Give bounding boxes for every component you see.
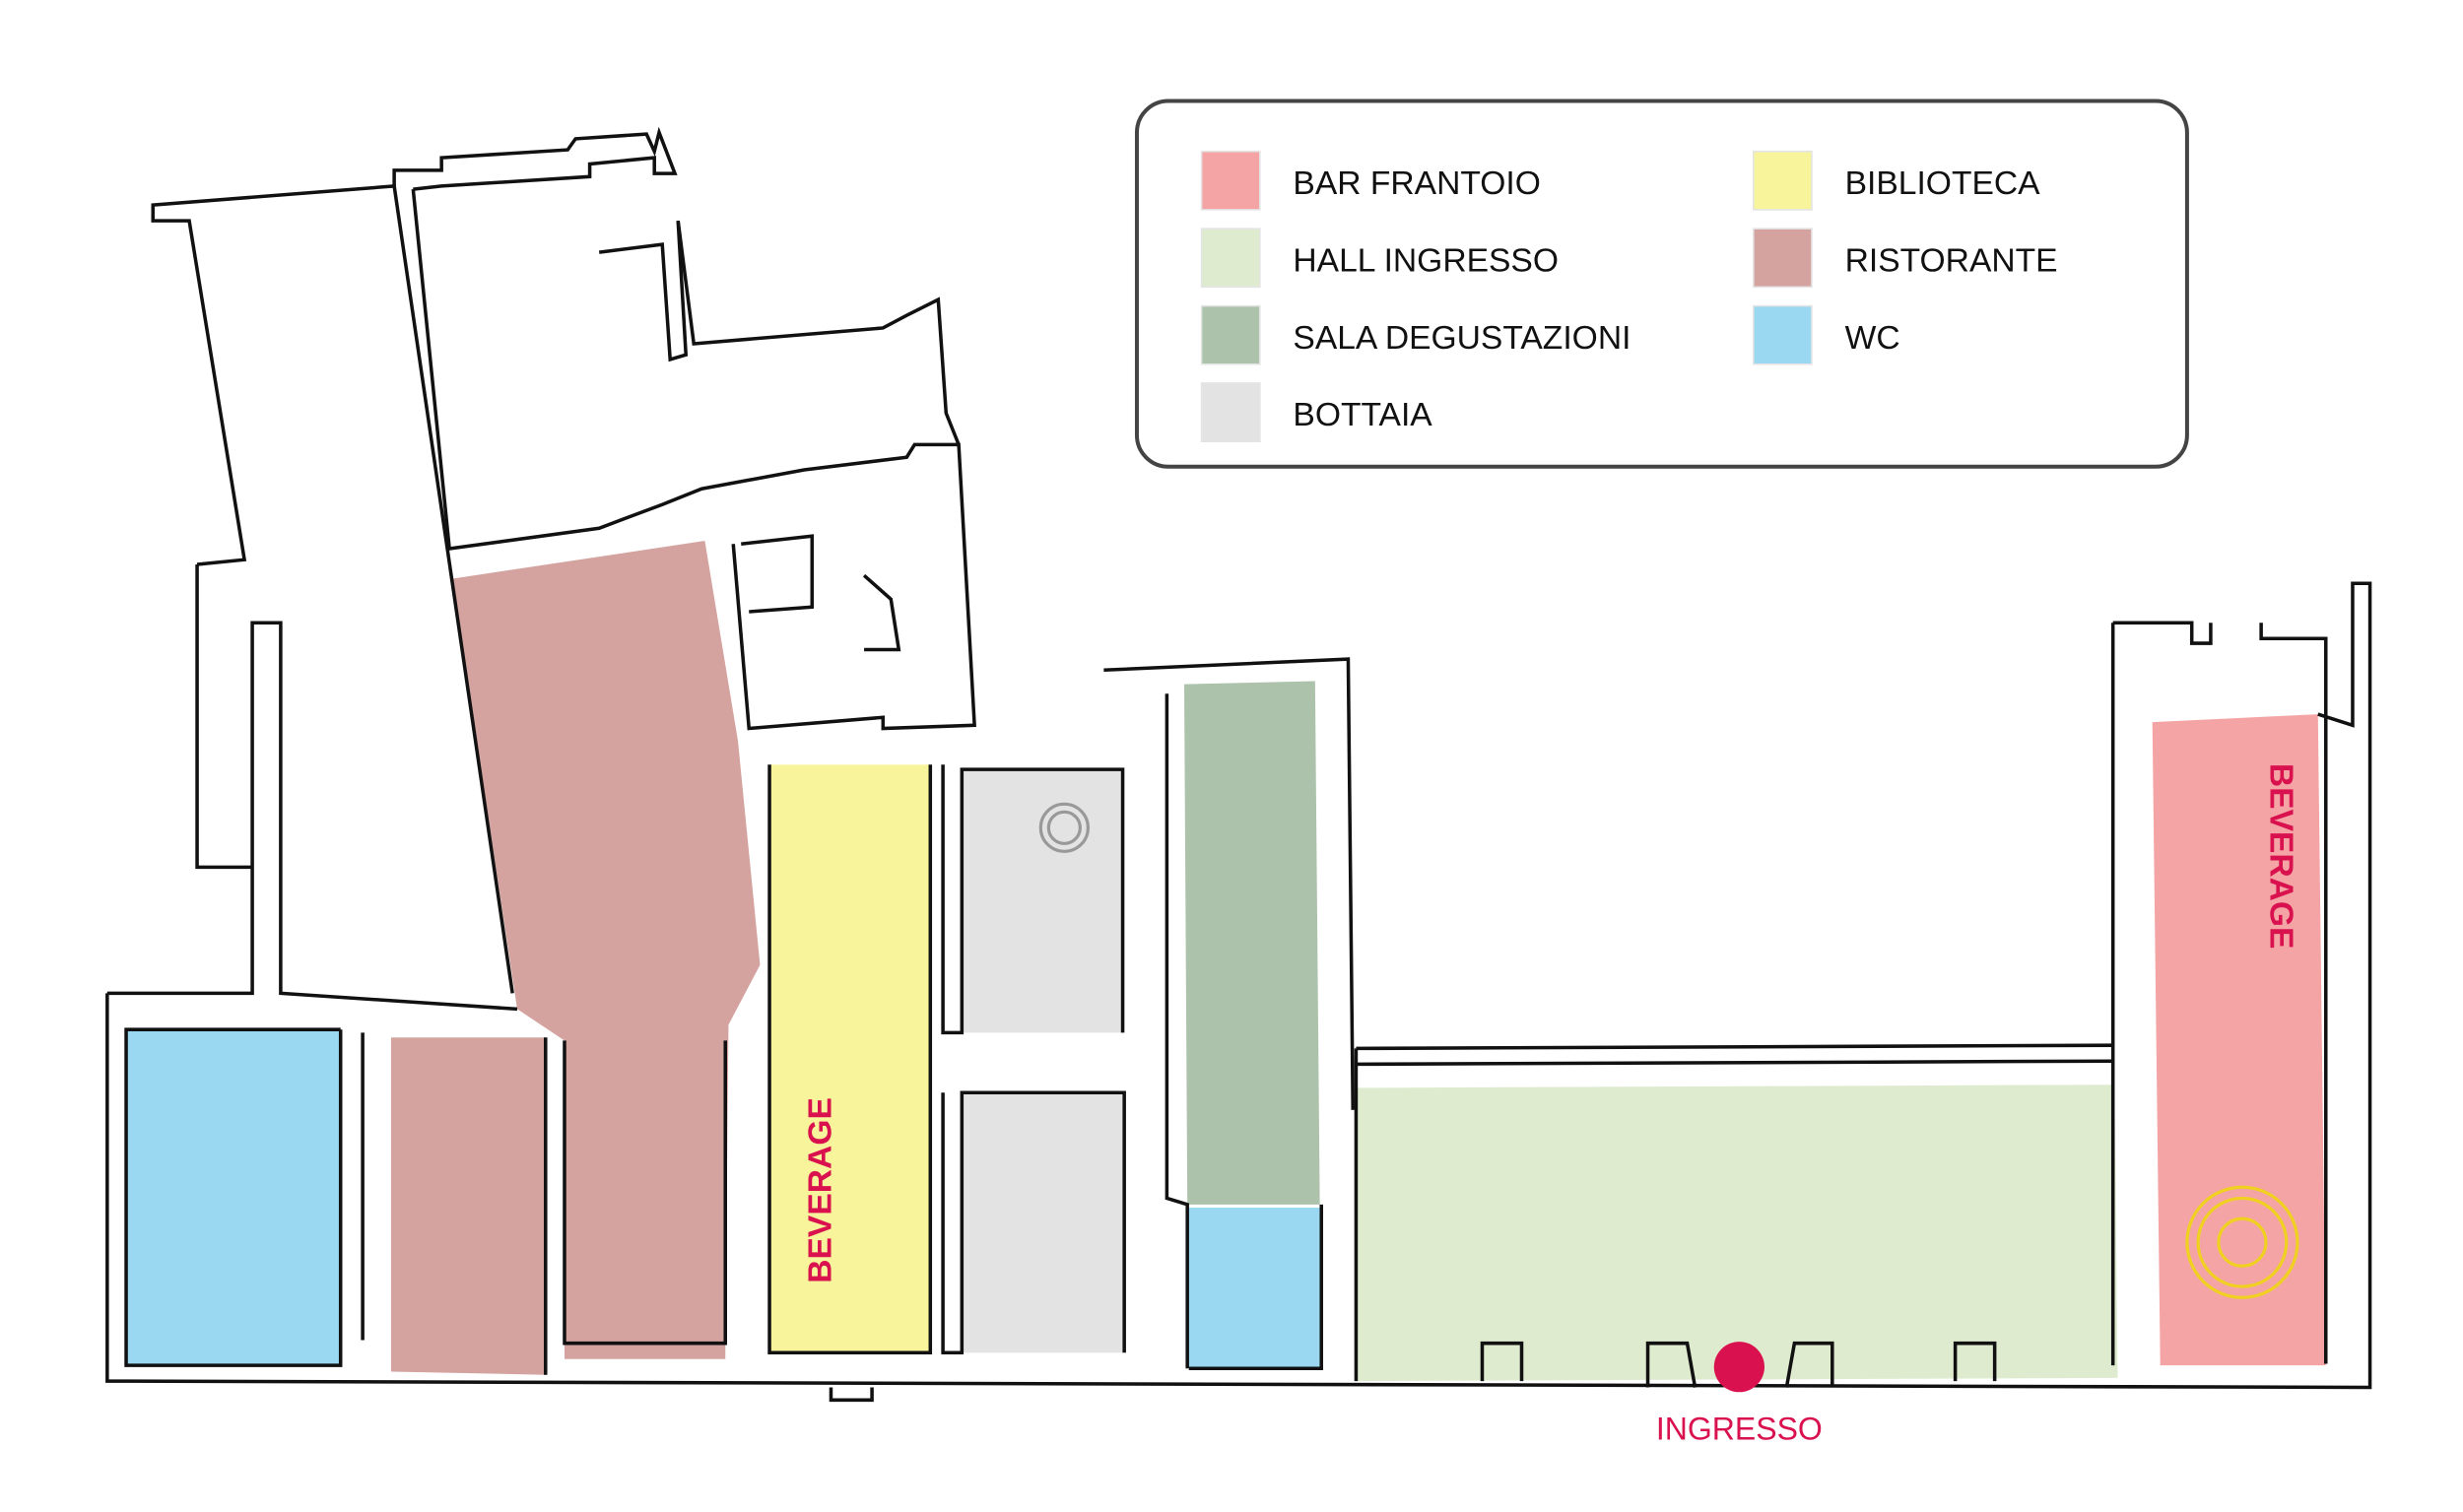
legend-item-hall-ingresso: HALL INGRESSO — [1200, 228, 1559, 289]
walls — [105, 126, 2372, 1403]
legend-label: BIBLIOTECA — [1845, 165, 2041, 202]
legend-label: HALL INGRESSO — [1293, 242, 1559, 279]
barrel-icon — [1038, 802, 1090, 853]
beverage-label-biblioteca: BEVERAGE — [802, 1097, 838, 1283]
entrance-label: INGRESSO — [1656, 1411, 1823, 1446]
legend-item-ristorante: RISTORANTE — [1752, 228, 2058, 289]
legend-label: WC — [1845, 320, 1900, 357]
legend-label: RISTORANTE — [1845, 242, 2058, 279]
room-ristorante[interactable] — [452, 541, 761, 1344]
legend-item-wc: WC — [1752, 304, 1900, 365]
legend-item-bar-frantoio: BAR FRANTOIO — [1200, 150, 1541, 211]
room-wc-center[interactable] — [1188, 1208, 1322, 1369]
legend-swatch — [1200, 228, 1261, 289]
legend-swatch — [1200, 304, 1261, 365]
legend-swatch — [1200, 382, 1261, 442]
room-bottaia-south[interactable] — [962, 1092, 1125, 1353]
legend-item-sala-degustazioni: SALA DEGUSTAZIONI — [1200, 304, 1631, 365]
legend: BAR FRANTOIO HALL INGRESSO SALA DEGUSTAZ… — [1134, 99, 2189, 469]
legend-label: BAR FRANTOIO — [1293, 165, 1540, 202]
legend-swatch — [1752, 228, 1813, 289]
room-sala-degustazioni[interactable] — [1183, 681, 1320, 1205]
room-ristorante-west[interactable] — [390, 1037, 546, 1375]
room-bar-frantoio[interactable] — [2152, 714, 2326, 1366]
legend-item-biblioteca: BIBLIOTECA — [1752, 150, 2041, 211]
beverage-label-bar: BEVERAGE — [2263, 763, 2299, 950]
rooms — [126, 541, 2326, 1382]
legend-label: BOTTAIA — [1293, 397, 1432, 433]
legend-item-bottaia: BOTTAIA — [1200, 382, 1432, 442]
room-wc-west[interactable] — [126, 1029, 341, 1366]
room-biblioteca[interactable] — [769, 764, 931, 1353]
entrance-marker-icon — [1713, 1342, 1764, 1393]
room-bottaia-north[interactable] — [962, 769, 1123, 1033]
legend-swatch — [1200, 150, 1261, 211]
legend-swatch — [1752, 150, 1813, 211]
press-wheel-icon — [2185, 1185, 2299, 1299]
legend-label: SALA DEGUSTAZIONI — [1293, 320, 1631, 357]
legend-swatch — [1752, 304, 1813, 365]
room-hall-ingresso[interactable] — [1356, 1085, 2118, 1382]
